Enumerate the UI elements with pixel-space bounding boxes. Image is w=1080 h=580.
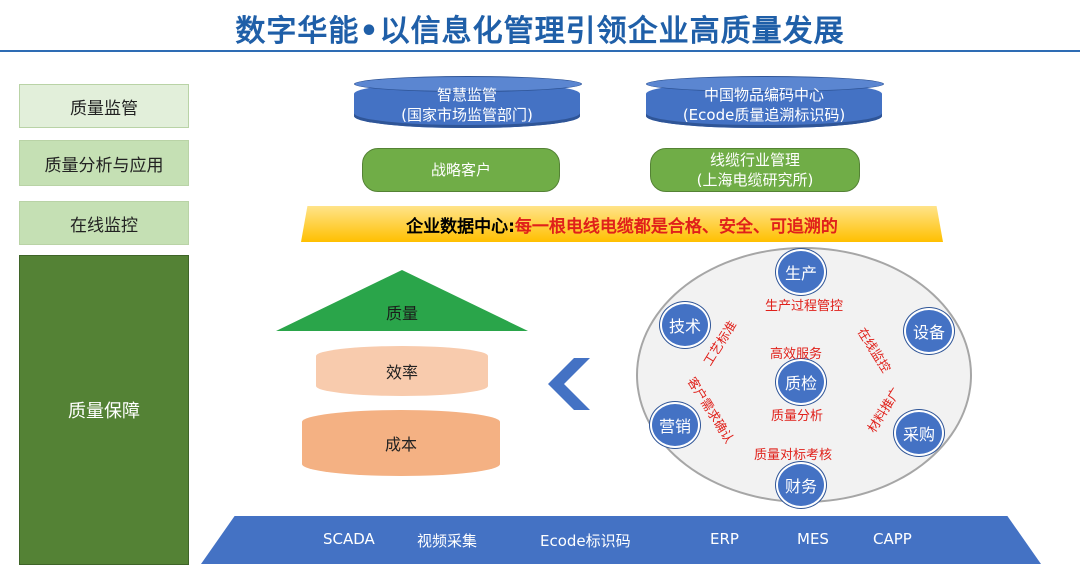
efficiency-block: 效率	[316, 346, 488, 396]
label-efficient-service: 高效服务	[770, 347, 823, 362]
data-center-banner: 企业数据中心: 每一根电线电缆都是合格、安全、可追溯的	[301, 206, 943, 242]
sidebar-item-quality-analysis: 质量分析与应用	[19, 140, 189, 186]
node-equipment: 设备	[904, 308, 954, 354]
coding-center-title: 中国物品编码中心	[703, 86, 824, 104]
node-sales: 营销	[650, 402, 700, 448]
system-mes: MES	[797, 530, 829, 548]
data-center-value: 每一根电线电缆都是合格、安全、可追溯的	[514, 216, 838, 237]
system-video: 视频采集	[417, 532, 478, 550]
sidebar-item-quality-assurance: 质量保障	[19, 255, 189, 565]
title-divider	[0, 50, 1080, 52]
cable-industry-box: 线缆行业管理 (上海电缆研究所)	[650, 148, 860, 192]
node-quality-inspection: 质检	[776, 359, 826, 405]
system-erp: ERP	[710, 530, 739, 548]
system-capp: CAPP	[873, 530, 912, 548]
node-purchase: 采购	[894, 410, 944, 456]
efficiency-label: 效率	[385, 363, 418, 382]
system-ecode: Ecode标识码	[540, 532, 631, 550]
label-quality-analysis: 质量分析	[771, 409, 824, 424]
data-center-key: 企业数据中心:	[406, 216, 515, 237]
coding-center-cylinder: 中国物品编码中心 (Ecode质量追溯标识码)	[646, 76, 884, 128]
label-process-control: 生产过程管控	[765, 299, 844, 314]
node-production: 生产	[776, 249, 826, 295]
coding-center-subtitle: (Ecode质量追溯标识码)	[682, 106, 846, 124]
sidebar-item-online-monitoring: 在线监控	[19, 201, 189, 245]
page-title: 数字华能•以信息化管理引领企业高质量发展	[235, 14, 845, 49]
cost-block: 成本	[302, 410, 500, 476]
strategic-customer-box: 战略客户	[362, 148, 560, 192]
smart-supervision-cylinder: 智慧监管 (国家市场监管部门)	[354, 76, 582, 128]
cable-industry-subtitle: (上海电缆研究所)	[696, 171, 814, 189]
smart-supervision-subtitle: (国家市场监管部门)	[401, 106, 533, 124]
quality-label: 质量	[385, 304, 418, 323]
sidebar-item-quality-supervision: 质量监管	[19, 84, 189, 128]
node-technology: 技术	[660, 302, 710, 348]
cost-label: 成本	[384, 435, 417, 454]
system-scada: SCADA	[323, 530, 375, 548]
label-quality-benchmark: 质量对标考核	[754, 448, 833, 463]
chevron-left-icon	[548, 358, 590, 410]
node-finance: 财务	[776, 462, 826, 508]
cable-industry-title: 线缆行业管理	[709, 151, 800, 169]
systems-platform	[201, 516, 1041, 564]
smart-supervision-title: 智慧监管	[436, 86, 497, 104]
strategic-customer-label: 战略客户	[430, 161, 491, 179]
